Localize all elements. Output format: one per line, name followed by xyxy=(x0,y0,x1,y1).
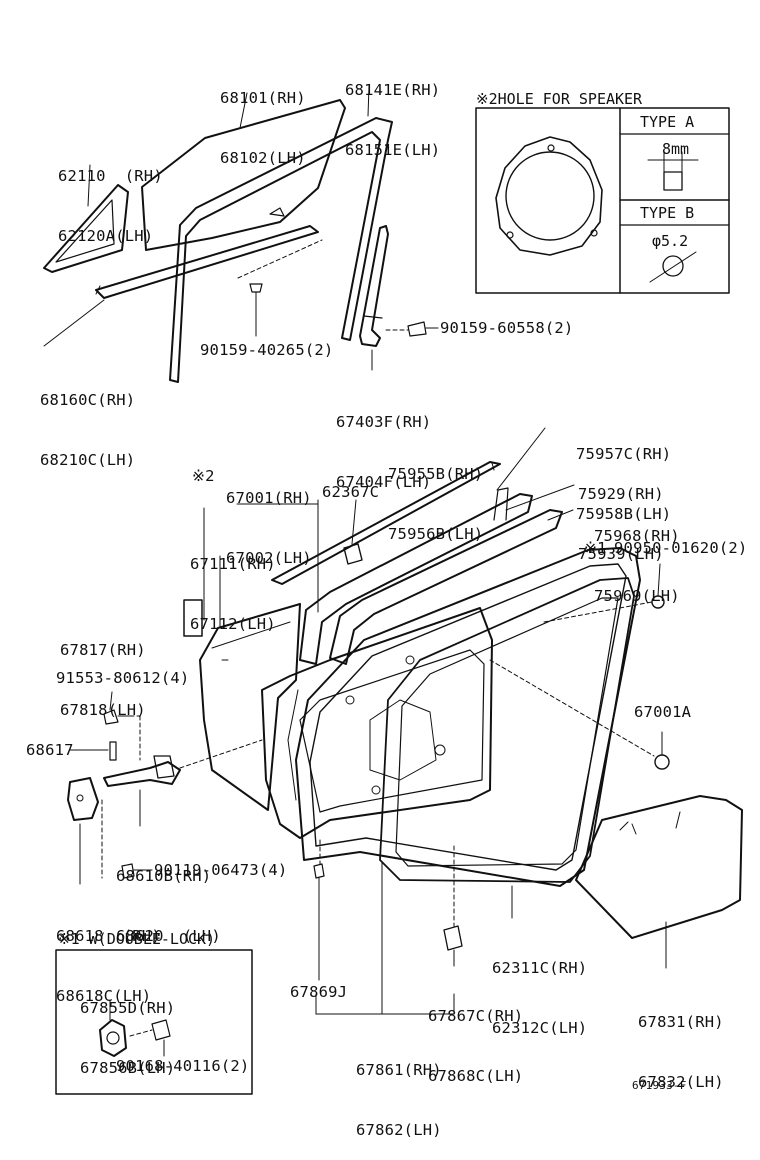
hinge-upper xyxy=(103,755,181,787)
label-quarter-glass: 62110 (RH) 62120A(LH) xyxy=(58,167,163,245)
plug-67001a xyxy=(654,754,670,770)
door-panel xyxy=(199,603,301,811)
label-lock-part: 67855D(RH) 67856B(LH) xyxy=(80,999,176,1077)
speaker-type-b-dim: φ5.2 xyxy=(652,232,689,250)
label-clip-67867: 67867C(RH) 67868C(LH) xyxy=(428,1007,524,1085)
hinge-lower xyxy=(67,777,99,821)
belt-moulding xyxy=(271,461,501,585)
label-moulding-b: 75968(RH) 75969(LH) xyxy=(594,527,680,605)
label-door-weatherstrip-b: 67861(RH) 67862(LH) xyxy=(356,1061,442,1139)
label-front-glass: 68101(RH) 68102(LH) xyxy=(220,89,306,167)
division-bar xyxy=(95,225,319,299)
rear-screw xyxy=(385,321,439,337)
service-hole-cover xyxy=(575,795,743,939)
double-lock-title: ※1 W(DOUBLE-LOCK) xyxy=(58,930,216,948)
run-channel xyxy=(169,117,393,383)
label-weatherstrip-outer: 75957C(RH) 75958B(LH) xyxy=(576,445,672,523)
label-part-68617: 68617 xyxy=(26,741,74,759)
label-screw-rear: 90159-60558(2) xyxy=(440,319,574,337)
speaker-hole-box xyxy=(475,107,730,294)
double-lock-box xyxy=(55,949,253,1095)
parts-diagram xyxy=(43,85,743,1095)
quarter-glass xyxy=(43,184,129,273)
label-bolt-91553: 91553-80612(4) xyxy=(56,669,190,687)
label-pad: 67817(RH) 67818(LH) xyxy=(60,641,146,719)
label-rear-channel: 67403F(RH) 67404F(LH) xyxy=(336,413,432,491)
label-run-channel: 68141E(RH) 68151E(LH) xyxy=(345,81,441,159)
label-service-hole-cover: 67831(RH) 67832(LH) xyxy=(638,1013,724,1091)
clip-67869j xyxy=(313,863,325,981)
door-inner-panel xyxy=(261,607,493,839)
part-68617 xyxy=(109,741,117,761)
figure-code: 671933-F xyxy=(632,1079,687,1092)
door-weatherstrip-secondary xyxy=(379,577,635,883)
label-door-panel-mark: ※2 xyxy=(192,467,215,485)
front-glass xyxy=(141,99,346,251)
label-hinge-upper: 68610B(RH) 68620 (LH) xyxy=(116,867,221,945)
label-weatherstrip-inner: 75955B(RH) 75956B(LH) xyxy=(388,465,484,543)
label-clip-62367: 62367C xyxy=(322,483,380,501)
door-weatherstrip xyxy=(295,547,641,887)
label-door-panel: 67001(RH) 67002(LH) xyxy=(226,489,312,567)
label-clip-67869: 67869J xyxy=(290,983,348,1001)
speaker-type-b: TYPE B xyxy=(640,204,695,222)
glass-screw xyxy=(237,239,323,337)
label-lock-screw: 90168-40116(2) xyxy=(116,1057,250,1075)
rear-channel xyxy=(359,225,389,347)
label-hinge-panel: 67111(RH) 67112(LH) xyxy=(190,555,276,633)
speaker-box-title: ※2HOLE FOR SPEAKER xyxy=(476,90,643,108)
screw-90119 xyxy=(121,863,135,879)
label-screw-glass: 90159-40265(2) xyxy=(200,341,334,359)
label-moulding-a: 75929(RH) 75939(LH) xyxy=(578,485,664,563)
label-mark-1: ※1 xyxy=(584,539,607,557)
speaker-type-a-dim: 8mm xyxy=(662,140,690,158)
label-hinge-lower: 68618 (RH) 68618C(LH) xyxy=(56,927,161,1005)
label-division-bar: 68160C(RH) 68210C(LH) xyxy=(40,391,136,469)
clip-62367c xyxy=(343,543,363,565)
speaker-type-a: TYPE A xyxy=(640,113,695,131)
label-screw-90119: 90119-06473(4) xyxy=(154,861,288,879)
label-bolt-90950: 90950-01620(2) xyxy=(614,539,748,557)
pad xyxy=(183,599,203,637)
bolt-91553 xyxy=(103,709,131,725)
label-plug-67001a: 67001A xyxy=(634,703,692,721)
label-door-weatherstrip: 62311C(RH) 62312C(LH) xyxy=(492,959,588,1037)
clip-67867c xyxy=(443,925,463,967)
